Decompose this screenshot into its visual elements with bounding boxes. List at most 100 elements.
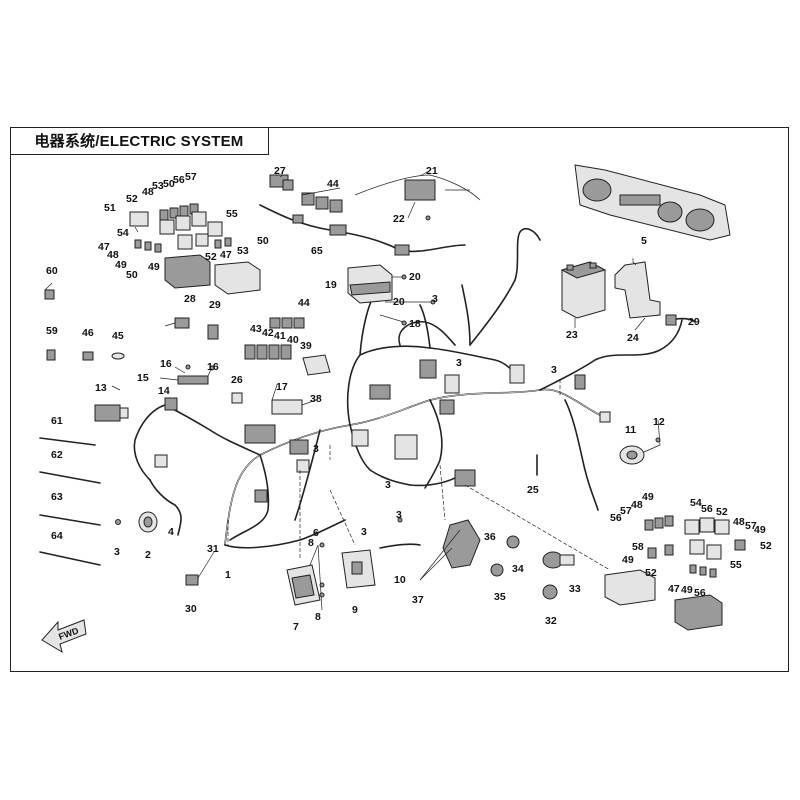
callout-52-d: 52 bbox=[645, 567, 657, 579]
callout-8-a: 8 bbox=[308, 537, 314, 549]
parts-40-43-switches bbox=[244, 344, 292, 360]
leader-lines bbox=[44, 171, 690, 611]
callout-52-b: 52 bbox=[205, 251, 217, 263]
part-60-connector bbox=[44, 289, 55, 300]
callout-48-c: 48 bbox=[631, 499, 643, 511]
part-24-battery-bracket bbox=[614, 258, 661, 319]
part-5-light-bar bbox=[574, 164, 731, 241]
callout-47-c: 47 bbox=[668, 583, 680, 595]
callout-56-d: 56 bbox=[694, 587, 706, 599]
callout-3-g: 3 bbox=[361, 526, 367, 538]
callout-5: 5 bbox=[641, 235, 647, 247]
callout-44-b: 44 bbox=[327, 178, 339, 190]
part-29-sensor-left bbox=[207, 324, 219, 340]
callout-19: 19 bbox=[325, 279, 337, 291]
callout-6: 6 bbox=[313, 527, 319, 539]
callout-46: 46 bbox=[82, 327, 94, 339]
callout-36: 36 bbox=[484, 531, 496, 543]
callout-20-a: 20 bbox=[409, 271, 421, 283]
callout-12: 12 bbox=[653, 416, 665, 428]
callout-52-e: 52 bbox=[760, 540, 772, 552]
part-21-antenna bbox=[354, 174, 481, 201]
callout-3-f: 3 bbox=[313, 443, 319, 455]
callout-54-b: 54 bbox=[690, 497, 702, 509]
callout-57-a: 57 bbox=[185, 171, 197, 183]
part-14-relay bbox=[177, 375, 209, 385]
callout-32: 32 bbox=[545, 615, 557, 627]
callout-3-c: 3 bbox=[456, 357, 462, 369]
part-59-connector bbox=[46, 349, 56, 361]
callout-23: 23 bbox=[566, 329, 578, 341]
callout-40: 40 bbox=[287, 334, 299, 346]
callout-62: 62 bbox=[51, 449, 63, 461]
part-28-sensor bbox=[164, 317, 190, 329]
callout-3-b: 3 bbox=[385, 479, 391, 491]
callout-26: 26 bbox=[231, 374, 243, 386]
diagram-title: 电器系统/ELECTRIC SYSTEM bbox=[10, 127, 269, 155]
callout-1: 1 bbox=[225, 569, 231, 581]
part-10-cable bbox=[379, 543, 421, 549]
part-45-cap bbox=[111, 352, 125, 360]
part-30-sensor bbox=[185, 574, 199, 586]
callout-53-a: 53 bbox=[152, 180, 164, 192]
diagram-title-text: 电器系统/ELECTRIC SYSTEM bbox=[34, 133, 244, 150]
fwd-direction-arrow: FWD bbox=[41, 619, 87, 654]
callout-55-b: 55 bbox=[730, 559, 742, 571]
callout-61: 61 bbox=[51, 415, 63, 427]
callout-43: 43 bbox=[250, 323, 262, 335]
callout-50-a: 50 bbox=[126, 269, 138, 281]
callout-45: 45 bbox=[112, 330, 124, 342]
callout-3-e: 3 bbox=[432, 293, 438, 305]
callout-8-b: 8 bbox=[315, 611, 321, 623]
harness-connectors bbox=[154, 359, 611, 503]
callout-30: 30 bbox=[185, 603, 197, 615]
callout-52-c: 52 bbox=[716, 506, 728, 518]
part-44-switch-set bbox=[269, 317, 305, 329]
callout-14: 14 bbox=[158, 385, 170, 397]
right-relay-cluster bbox=[604, 515, 746, 631]
callout-labels: 1 2 3 4 5 6 7 8 8 9 10 11 12 13 14 15 16… bbox=[46, 165, 772, 633]
callout-37: 37 bbox=[412, 594, 424, 606]
callout-3-h: 3 bbox=[396, 509, 402, 521]
callout-35: 35 bbox=[494, 591, 506, 603]
callout-60: 60 bbox=[46, 265, 58, 277]
part-32-key bbox=[542, 584, 558, 600]
callout-59: 59 bbox=[46, 325, 58, 337]
callout-49-a: 49 bbox=[115, 259, 127, 271]
callout-16-b: 16 bbox=[207, 361, 219, 373]
callout-39: 39 bbox=[300, 340, 312, 352]
part-26-fuse bbox=[231, 392, 243, 404]
callout-38: 38 bbox=[310, 393, 322, 405]
callout-47-a: 47 bbox=[98, 241, 110, 253]
callout-25: 25 bbox=[527, 484, 539, 496]
callout-56-b: 56 bbox=[610, 512, 622, 524]
callout-9: 9 bbox=[352, 604, 358, 616]
callout-55-a: 55 bbox=[226, 208, 238, 220]
part-11-horn bbox=[619, 444, 661, 465]
part-44-switch-set-top bbox=[301, 192, 343, 213]
part-33-ignition bbox=[542, 551, 575, 569]
callout-57-b: 57 bbox=[620, 505, 632, 517]
callout-10: 10 bbox=[394, 574, 406, 586]
callout-48-d: 48 bbox=[733, 516, 745, 528]
callout-63: 63 bbox=[51, 491, 63, 503]
callout-4: 4 bbox=[168, 526, 174, 538]
callout-65: 65 bbox=[311, 245, 323, 257]
callout-24: 24 bbox=[627, 332, 639, 344]
part-34-switch bbox=[506, 535, 520, 549]
callout-57-c: 57 bbox=[745, 520, 757, 532]
callout-27: 27 bbox=[274, 165, 286, 177]
callout-28: 28 bbox=[184, 293, 196, 305]
callout-53-b: 53 bbox=[237, 245, 249, 257]
callout-41: 41 bbox=[274, 330, 286, 342]
screws bbox=[115, 215, 661, 598]
part-13-relay bbox=[94, 404, 129, 422]
part-9-bracket bbox=[341, 549, 376, 589]
callout-58: 58 bbox=[632, 541, 644, 553]
callout-50-c: 50 bbox=[257, 235, 269, 247]
part-35-switch bbox=[490, 563, 504, 577]
callout-3: 3 bbox=[114, 546, 120, 558]
parts-61-64-straps bbox=[39, 437, 101, 566]
callout-49-d: 49 bbox=[622, 554, 634, 566]
